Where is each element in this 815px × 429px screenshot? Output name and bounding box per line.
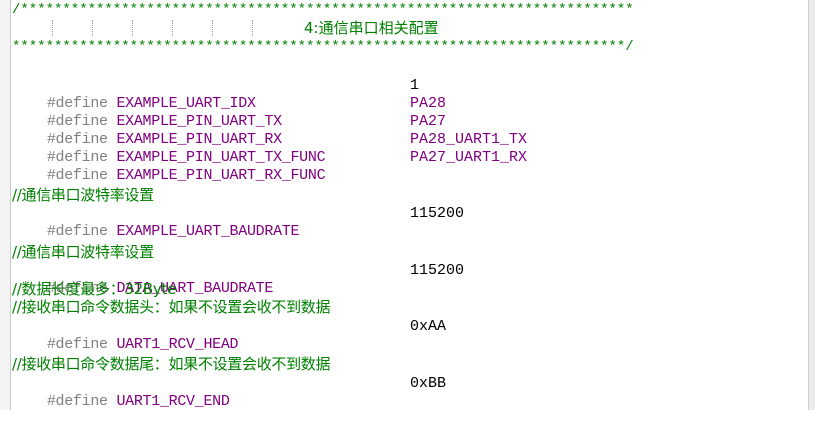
macro-name: EXAMPLE_PIN_UART_TX_FUNC (116, 149, 326, 166)
comment-line: //接收串口命令数据尾：如果不设置会收不到数据 (12, 355, 331, 373)
macro-name: UART1_RCV_HEAD (116, 336, 239, 353)
macro-value: PA27_UART1_RX (410, 149, 528, 166)
macro-name: DATA_UART_BAUDRATE (116, 280, 274, 297)
define-keyword: #define (46, 131, 108, 148)
code-line[interactable]: #define EXAMPLE_PIN_UART_TX (12, 95, 282, 130)
macro-name: UART1_RCV_END (116, 393, 230, 410)
code-editor[interactable]: /***************************************… (0, 0, 815, 410)
tab-guide (52, 20, 53, 36)
code-line[interactable]: #define UART1_RCV_END (12, 375, 230, 410)
macro-value: 0xBB (410, 375, 447, 392)
macro-name: EXAMPLE_PIN_UART_RX_FUNC (116, 167, 326, 184)
macro-value: 1 (410, 77, 420, 94)
macro-value: PA28_UART1_TX (410, 131, 528, 148)
tab-guide (132, 20, 133, 36)
tab-guide (252, 20, 253, 36)
code-line[interactable]: #define UART1_RCV_HEAD (12, 318, 239, 353)
define-keyword: #define (46, 113, 108, 130)
comment-line: //通信串口波特率设置 (12, 186, 154, 204)
banner-title-line: 4:通信串口相关配置 (12, 19, 802, 37)
comment-line: //接收串口命令数据头：如果不设置会收不到数据 (12, 298, 331, 316)
code-line[interactable]: #define EXAMPLE_PIN_UART_RX (12, 113, 282, 148)
macro-value: PA27 (410, 113, 447, 130)
define-keyword: #define (46, 95, 108, 112)
tab-guide (92, 20, 93, 36)
comment-line: //通信串口波特率设置 (12, 243, 154, 261)
define-keyword: #define (46, 393, 108, 410)
code-line[interactable]: #define EXAMPLE_UART_BAUDRATE (12, 205, 300, 240)
comment-line: //数据长度最多：32Byte (12, 280, 176, 298)
macro-value: 115200 (410, 262, 465, 279)
define-keyword: #define (46, 336, 108, 353)
macro-name: EXAMPLE_PIN_UART_RX (116, 131, 282, 148)
code-line[interactable]: #define DATA_UART_BAUDRATE (12, 262, 274, 297)
macro-value: 115200 (410, 205, 465, 222)
banner-bottom-line: ****************************************… (12, 39, 634, 55)
define-keyword: #define (46, 223, 108, 240)
macro-name: EXAMPLE_PIN_UART_TX (116, 113, 282, 130)
macro-name: EXAMPLE_UART_BAUDRATE (116, 223, 300, 240)
code-line[interactable]: #define EXAMPLE_PIN_UART_RX_FUNC (12, 149, 326, 184)
define-keyword: #define (46, 149, 108, 166)
tab-guide (172, 20, 173, 36)
macro-name: EXAMPLE_UART_IDX (116, 95, 256, 112)
editor-gutter[interactable] (0, 0, 11, 410)
macro-value: 0xAA (410, 318, 447, 335)
tab-guide (212, 20, 213, 36)
banner-top-line: /***************************************… (12, 2, 634, 18)
macro-value: PA28 (410, 95, 447, 112)
define-keyword: #define (46, 167, 108, 184)
code-line[interactable]: #define EXAMPLE_PIN_UART_TX_FUNC (12, 131, 326, 166)
define-keyword: #define (46, 280, 108, 297)
banner-title: 4:通信串口相关配置 (304, 19, 439, 37)
code-line[interactable]: #define EXAMPLE_UART_IDX (12, 77, 256, 112)
vertical-scrollbar[interactable] (808, 0, 815, 410)
